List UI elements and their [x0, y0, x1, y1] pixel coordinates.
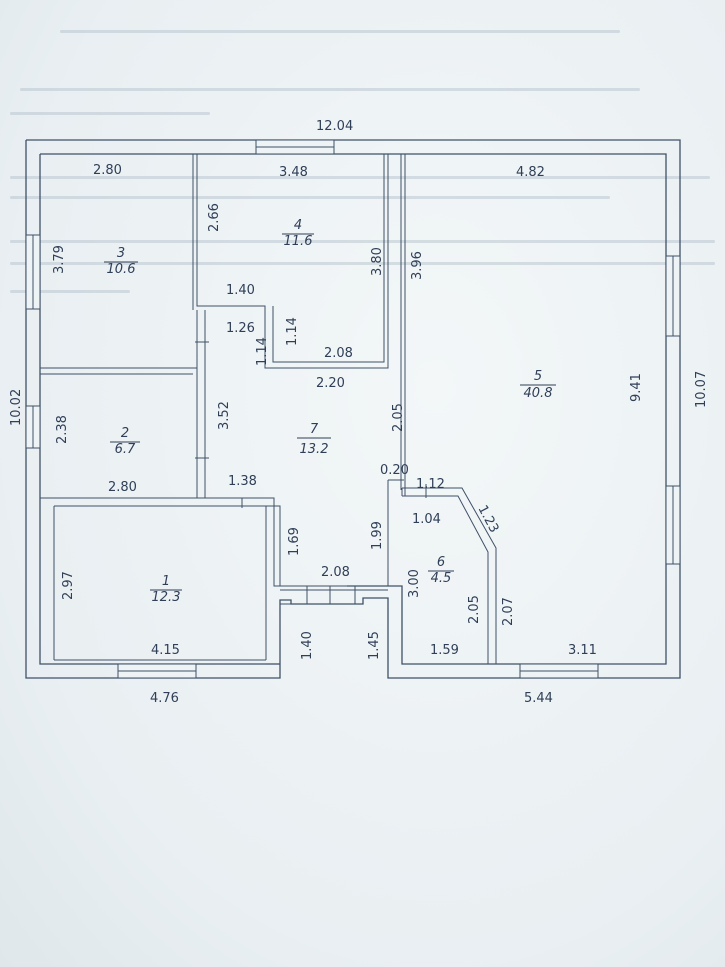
dim-label: 12.04: [316, 119, 353, 134]
windows: [25, 139, 681, 679]
dimension-labels: 12.04 2.80 3.48 4.82 1.40 1.26 2.08 2.20…: [93, 119, 597, 706]
room-1-area: 12.3: [152, 590, 181, 605]
dim-label: 2.80: [93, 163, 122, 178]
dim-label: 5.44: [524, 691, 553, 706]
dim-label: 1.59: [430, 643, 459, 658]
dim-label: 3.96: [410, 251, 425, 280]
dim-label: 2.20: [316, 376, 345, 391]
outer-walls: [25, 139, 681, 679]
dim-label: 3.00: [407, 569, 422, 598]
dim-label: 1.45: [367, 631, 382, 660]
dim-label: 9.41: [629, 373, 644, 402]
faint-text-line: [10, 196, 610, 199]
room-4-number: 4: [294, 218, 302, 233]
room-7-area: 13.2: [300, 442, 329, 457]
room-2-area: 6.7: [115, 442, 136, 457]
dim-label: 1.40: [300, 631, 315, 660]
dim-label: 2.05: [391, 403, 406, 432]
dim-label: 1.04: [412, 512, 441, 527]
room-2-number: 2: [121, 426, 129, 441]
dim-label: 10.07: [694, 371, 709, 408]
dim-label: 1.12: [416, 477, 445, 492]
dim-label: 1.38: [228, 474, 257, 489]
room-7-number: 7: [310, 422, 319, 437]
dim-label: 3.52: [217, 401, 232, 430]
dim-label: 1.99: [370, 521, 385, 550]
dim-label: 1.69: [287, 527, 302, 556]
dim-label: 4.82: [516, 165, 545, 180]
dim-label: 2.97: [61, 571, 76, 600]
room-3-area: 10.6: [107, 262, 136, 277]
dim-label: 2.08: [324, 346, 353, 361]
dim-label: 2.66: [207, 203, 222, 232]
dim-label: 2.07: [501, 597, 516, 626]
dim-label: 2.38: [55, 415, 70, 444]
dim-label: 2.05: [467, 595, 482, 624]
faint-text-line: [10, 112, 210, 115]
room-labels: 1 12.3 2 6.7 3 10.6 4 11.6 5 40.8 6 4.5 …: [104, 218, 556, 605]
dimension-labels-vertical: 2.66 3.79 3.80 3.96 1.14 1.14 10.02 2.38…: [9, 203, 709, 660]
room-3-number: 3: [117, 246, 125, 261]
dim-label: 1.40: [226, 283, 255, 298]
interior-walls: [40, 154, 497, 664]
dim-label: 3.79: [52, 245, 67, 274]
dim-label: 10.02: [9, 389, 24, 426]
faint-text-line: [10, 290, 130, 293]
dim-label: 4.15: [151, 643, 180, 658]
faint-text-line: [10, 262, 715, 265]
dim-label: 2.08: [321, 565, 350, 580]
dim-label: 1.14: [285, 317, 300, 346]
dim-label: 3.11: [568, 643, 597, 658]
dim-label: 1.23: [474, 503, 501, 536]
dim-label: 0.20: [380, 463, 409, 478]
dim-label: 3.48: [279, 165, 308, 180]
faint-text-line: [60, 30, 620, 33]
faint-text-line: [10, 240, 715, 243]
faint-text-line: [20, 88, 640, 91]
dim-label: 3.80: [370, 247, 385, 276]
room-5-area: 40.8: [524, 386, 553, 401]
room-6-area: 4.5: [431, 571, 452, 586]
faint-text-line: [10, 176, 710, 179]
dim-label: 2.80: [108, 480, 137, 495]
room-4-area: 11.6: [284, 234, 313, 249]
dim-label: 4.76: [150, 691, 179, 706]
room-5-number: 5: [534, 369, 542, 384]
dim-label: 1.26: [226, 321, 255, 336]
dim-label: 1.14: [255, 337, 270, 366]
room-6-number: 6: [437, 555, 445, 570]
room-1-number: 1: [162, 574, 170, 589]
